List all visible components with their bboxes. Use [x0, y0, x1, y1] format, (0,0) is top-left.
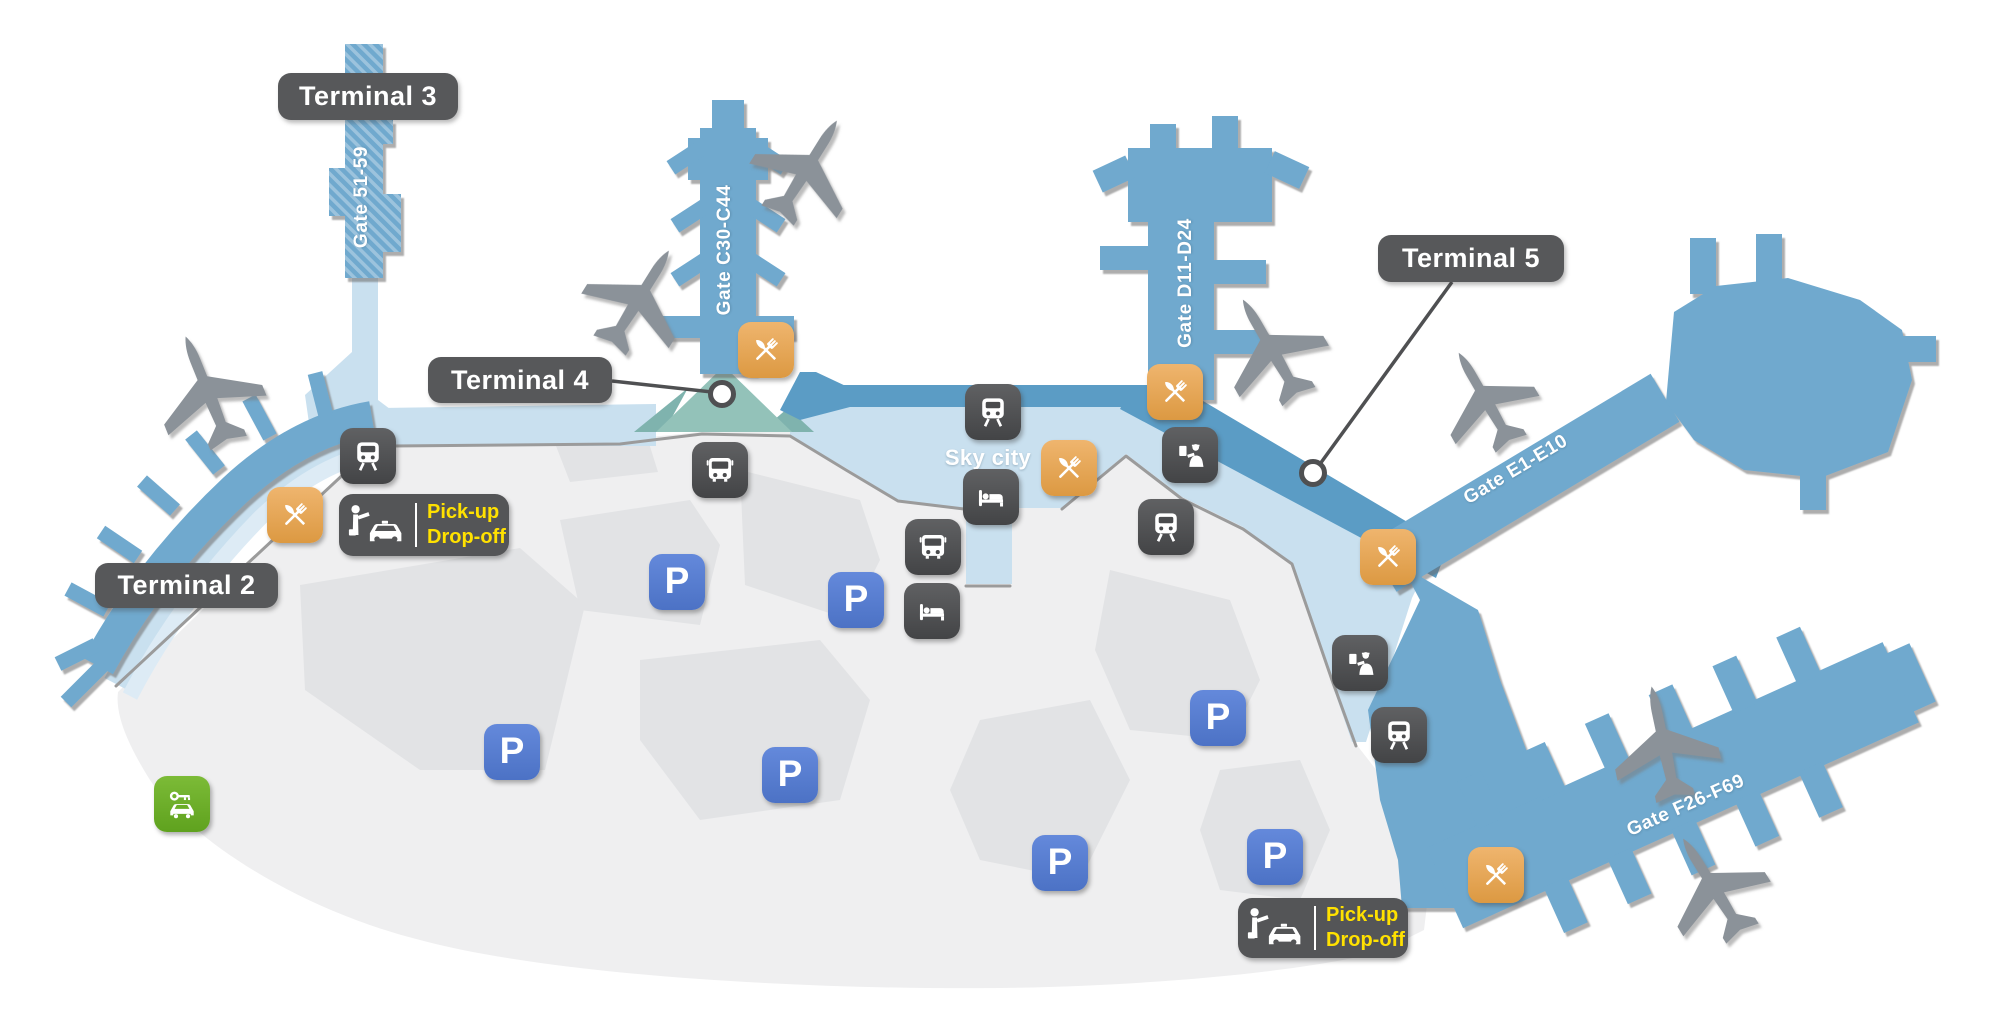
taxi-icon — [1247, 908, 1301, 945]
terminal-5-leader-line — [1299, 280, 1454, 487]
parking-lot — [556, 440, 658, 482]
pickup-label: Pick-up — [1326, 904, 1399, 926]
gate-51-59-label: Gate 51-59 — [351, 145, 372, 249]
pickup-label: Pick-up — [427, 501, 500, 523]
terminal-3-label: Terminal 3 — [278, 73, 458, 120]
parking-icon: P — [1032, 835, 1088, 891]
parking-letter: P — [1047, 841, 1073, 882]
parking-icon: P — [1190, 690, 1246, 746]
parking-letter: P — [777, 753, 803, 794]
terminal-5-area — [790, 404, 1428, 742]
terminal-2-pier — [54, 371, 376, 708]
terminal-4-label: Terminal 4 — [428, 357, 612, 403]
hotel-icon — [904, 583, 960, 639]
train-station-icon — [1371, 707, 1427, 763]
passport-control-icon — [1332, 635, 1388, 691]
train-station-icon — [340, 428, 396, 484]
restaurant-icon — [267, 487, 323, 543]
parking-letter: P — [499, 730, 525, 771]
parking-letter: P — [843, 578, 869, 619]
dropoff-label: Drop-off — [427, 526, 506, 548]
gate-c30-c44-label: Gate C30-C44 — [714, 184, 735, 316]
parking-icon: P — [484, 724, 540, 780]
restaurant-icon — [1041, 440, 1097, 496]
parking-letter: P — [1205, 696, 1231, 737]
parking-lots — [300, 440, 1330, 900]
restaurant-icon — [1147, 364, 1203, 420]
terminal-5-label: Terminal 5 — [1378, 235, 1564, 282]
dropoff-label: Drop-off — [1326, 929, 1405, 951]
terminal-2-label: Terminal 2 — [95, 563, 278, 608]
taxi-icon — [348, 505, 402, 542]
gate-d11-d24-label: Gate D11-D24 — [1175, 218, 1196, 348]
terminal-2-hall — [104, 423, 381, 691]
parking-icon: P — [828, 572, 884, 628]
train-station-icon — [1138, 499, 1194, 555]
terminal-4-leader-line — [611, 379, 736, 408]
restaurant-icon — [738, 322, 794, 378]
parking-icon: P — [762, 747, 818, 803]
restaurant-icon — [1360, 529, 1416, 585]
terminal-3-corridor — [352, 272, 378, 414]
gate-e-pier — [1367, 234, 1936, 592]
passport-control-icon — [1162, 427, 1218, 483]
bus-stop-icon — [905, 519, 961, 575]
sky-city-label: Sky city — [944, 445, 1032, 470]
parking-icon: P — [649, 554, 705, 610]
car-rental-icon — [154, 776, 210, 832]
restaurant-icon — [1468, 847, 1524, 903]
badge-divider — [415, 503, 417, 547]
parking-letter: P — [1262, 835, 1288, 876]
bus-stop-icon — [692, 442, 748, 498]
terminal-4-marker — [708, 380, 736, 408]
hotel-icon — [963, 469, 1019, 525]
parking-letter: P — [664, 560, 690, 601]
badge-divider — [1314, 906, 1316, 950]
airplane-icon — [565, 223, 713, 373]
terminal-4-hall — [378, 404, 656, 446]
airplane-icon — [136, 316, 278, 463]
parking-icon: P — [1247, 829, 1303, 885]
terminal-5-marker — [1299, 459, 1327, 487]
train-station-icon — [965, 384, 1021, 440]
parking-lot — [950, 700, 1130, 880]
parking-lot — [300, 548, 585, 770]
